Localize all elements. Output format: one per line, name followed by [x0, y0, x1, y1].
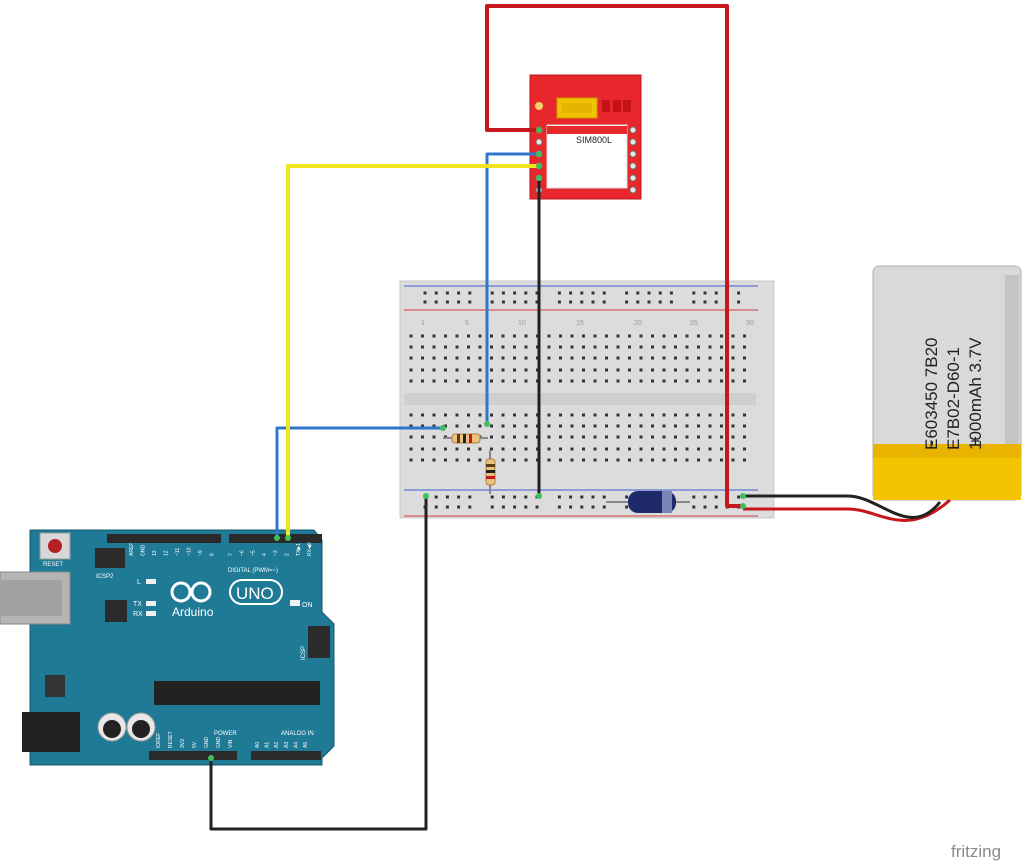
wire-red-sim-vcc — [485, 4, 743, 508]
top-pin-label: 8 — [210, 553, 216, 556]
icsp-label: ICSP — [301, 646, 307, 660]
fritzing-logo: fritzing — [951, 842, 1001, 861]
wire-end-dots — [208, 127, 746, 761]
tx-led-label: TX — [133, 601, 142, 608]
top-pin-label: 12 — [164, 550, 170, 556]
dc-jack — [22, 712, 80, 752]
analog-pin-label: A4 — [293, 742, 299, 748]
breadboard-column-numbers: 1 5 10 15 20 25 30 — [421, 320, 754, 327]
top-pin-label: ~9 — [198, 550, 204, 556]
top-pin-label: ~5 — [251, 550, 257, 556]
voltage-regulator — [45, 675, 65, 697]
power-pin-label: VIN — [228, 739, 234, 748]
wire-black-arduino-gnd — [209, 496, 428, 831]
top-pin-labels: AREF GND 13 12 ~11 ~10 ~9 8 7 ~6 ~5 4 ~3 2 TX▶1 RX◀0 — [129, 542, 313, 556]
power-pin-label: IOREF — [156, 733, 162, 748]
analog-pin-label: A0 — [255, 742, 261, 748]
icsp2-header — [95, 548, 125, 568]
power-pin-label: GND — [204, 737, 210, 749]
col-number-20: 20 — [634, 320, 642, 327]
col-number-5: 5 — [465, 320, 469, 327]
breadboard-holes — [409, 291, 746, 509]
col-number-1: 1 — [421, 320, 425, 327]
col-number-25: 25 — [690, 320, 698, 327]
wire-blue-sim-rx — [485, 152, 539, 424]
breadboard: 1 5 10 15 20 25 30 — [399, 280, 775, 519]
battery-minus-sign: - — [922, 440, 941, 446]
atmega-chip — [154, 681, 320, 705]
sim-label: SIM800L — [576, 135, 612, 145]
battery-plus-sign: + — [966, 436, 985, 446]
reset-label: RESET — [43, 562, 63, 568]
top-pin-label: ~3 — [273, 550, 279, 556]
top-pin-label: ~11 — [175, 548, 181, 556]
power-header — [149, 751, 237, 760]
wires — [209, 4, 951, 831]
top-pin-label: 2 — [285, 553, 291, 556]
sim800l-module: SIM800L — [529, 74, 642, 200]
power-pin-label: 5V — [192, 741, 198, 748]
on-label: ON — [302, 602, 313, 609]
electrolytic-capacitor — [606, 491, 690, 513]
wire-black-battery — [743, 494, 942, 519]
icsp-header — [308, 626, 330, 658]
top-pin-label: AREF — [129, 543, 135, 556]
wire-blue-arduino-pin3 — [275, 426, 443, 538]
col-number-15: 15 — [576, 320, 584, 327]
col-number-30: 30 — [746, 320, 754, 327]
battery-label-3: 1000mAh 3.7V — [966, 337, 985, 450]
top-pin-label: RX◀0 — [307, 542, 313, 556]
top-pin-label: ~10 — [187, 547, 193, 556]
digital-label: DIGITAL (PWM=~) — [228, 568, 278, 574]
power-pin-label: 3V3 — [180, 739, 186, 748]
top-pin-label: 13 — [152, 550, 158, 556]
power-label: POWER — [214, 731, 237, 737]
wire-yellow-sim-tx — [286, 164, 539, 538]
lipo-battery: E603450 7B20 E7B02-D60-1 1000mAh 3.7V - … — [872, 265, 1022, 501]
col-number-10: 10 — [518, 320, 526, 327]
sim-antenna-pad — [535, 102, 543, 110]
analog-pin-label: A5 — [303, 742, 309, 748]
top-pin-label: TX▶1 — [296, 543, 302, 556]
battery-label-1: E603450 7B20 — [922, 338, 941, 451]
digital-header-left — [107, 534, 221, 543]
icsp2-label: ICSP2 — [96, 574, 114, 580]
arduino-logo-icon — [170, 581, 212, 603]
analog-pin-label: A1 — [265, 742, 271, 748]
analog-header — [251, 751, 321, 760]
top-pin-label: 7 — [228, 553, 234, 556]
battery-label-2: E7B02-D60-1 — [944, 347, 963, 450]
resistor-vertical — [485, 450, 496, 494]
resistor-horizontal — [443, 433, 488, 444]
uno-label: UNO — [236, 584, 274, 603]
analog-label: ANALOG IN — [281, 731, 314, 737]
l-led-label: L — [137, 579, 141, 586]
rx-led-label: RX — [133, 611, 143, 618]
power-pin-label: RESET — [168, 731, 174, 748]
arduino-logo-text: Arduino — [172, 605, 214, 619]
analog-pin-label: A2 — [274, 742, 280, 748]
power-pin-label: GND — [216, 737, 222, 749]
top-pin-label: 4 — [262, 553, 268, 556]
sim-right-pins — [629, 126, 637, 194]
top-pin-label: ~6 — [239, 550, 245, 556]
top-pin-label: GND — [141, 545, 147, 557]
arduino-uno: RESET ICSP2 L TX RX Arduino UNO ON ICSP — [0, 529, 335, 766]
wire-red-battery — [743, 498, 951, 522]
analog-pin-label: A3 — [284, 742, 290, 748]
